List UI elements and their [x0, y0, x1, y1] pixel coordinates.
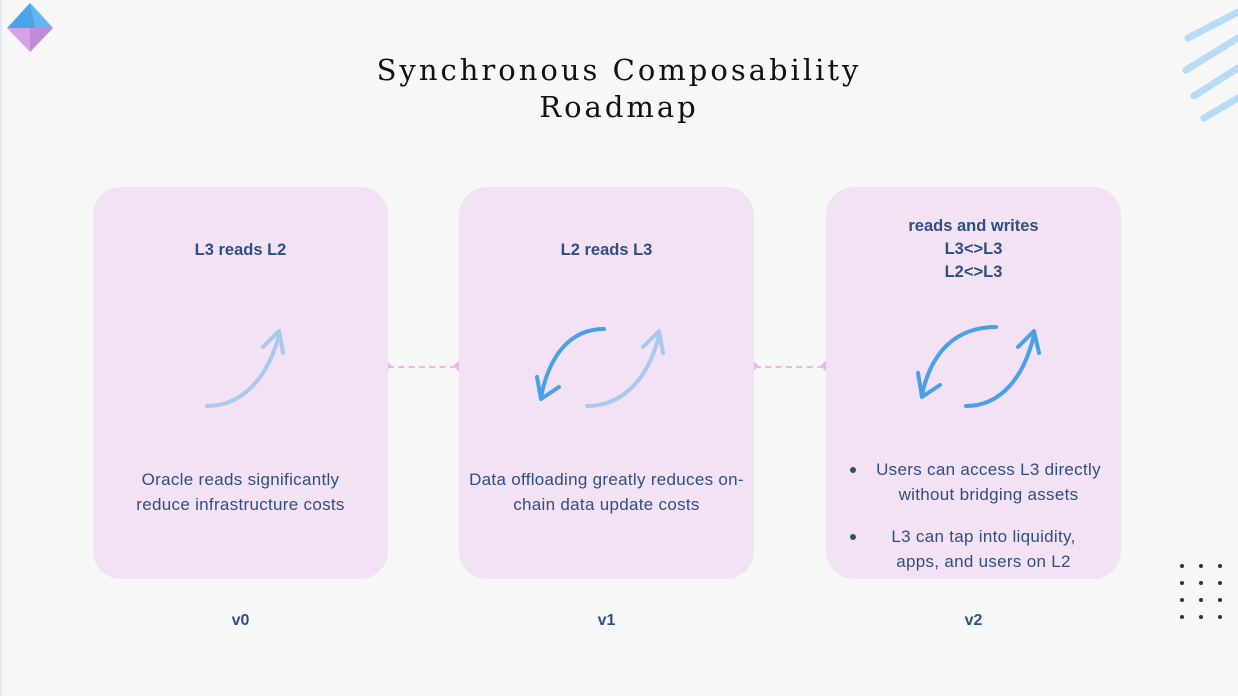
stage-heading: reads and writes L3<>L3 L2<>L3 — [826, 215, 1121, 284]
stage-bullets: Users can access L3 directly without bri… — [844, 457, 1113, 591]
stage-description: Data offloading greatly reduces on-chain… — [469, 470, 744, 514]
stage-card-v0: L3 reads L2 Oracle reads significantly r… — [93, 187, 388, 579]
decorative-stripes-icon — [1182, 8, 1238, 122]
cycle-arrows-icon — [916, 325, 1041, 408]
heading-line: reads and writes — [908, 217, 1039, 235]
connector-line-v1-v2 — [755, 366, 823, 368]
title-line-1: Synchronous Composability — [376, 53, 862, 87]
stage-heading: L3 reads L2 — [194, 241, 287, 259]
decorative-dot-grid — [1180, 564, 1224, 619]
page-title: Synchronous Composability Roadmap — [0, 52, 1238, 126]
version-label-v1: v1 — [597, 612, 616, 629]
bullet-item: L3 can tap into liquidity, apps, and use… — [844, 524, 1113, 574]
heading-line: L3<>L3 — [944, 240, 1003, 258]
cycle-arrows-icon — [535, 327, 665, 408]
heading-line: L2<>L3 — [944, 263, 1003, 281]
bullet-item: Users can access L3 directly without bri… — [844, 457, 1113, 507]
stage-card-v2: reads and writes L3<>L3 L2<>L3 Users can… — [826, 187, 1121, 579]
stage-card-v1: L2 reads L3 Data offloading greatly redu… — [459, 187, 754, 579]
curved-arrow-up-icon — [205, 329, 285, 408]
title-line-2: Roadmap — [539, 90, 699, 124]
connector-line-v0-v1 — [388, 366, 456, 368]
stage-description: Oracle reads significantly reduce infras… — [136, 470, 345, 514]
version-label-v0: v0 — [231, 612, 250, 629]
logo-diamond-icon — [7, 3, 53, 52]
stage-heading: L2 reads L3 — [560, 241, 653, 259]
version-label-v2: v2 — [964, 612, 983, 629]
